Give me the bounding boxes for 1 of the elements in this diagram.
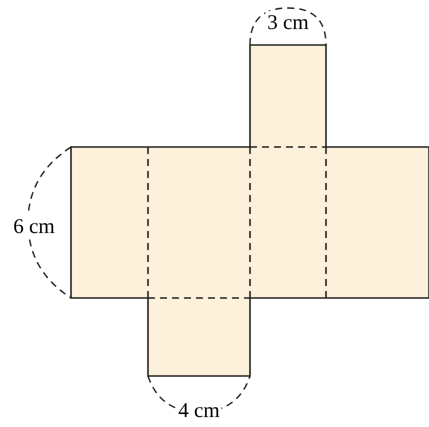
dimension-label: 6 cm [11,215,57,237]
